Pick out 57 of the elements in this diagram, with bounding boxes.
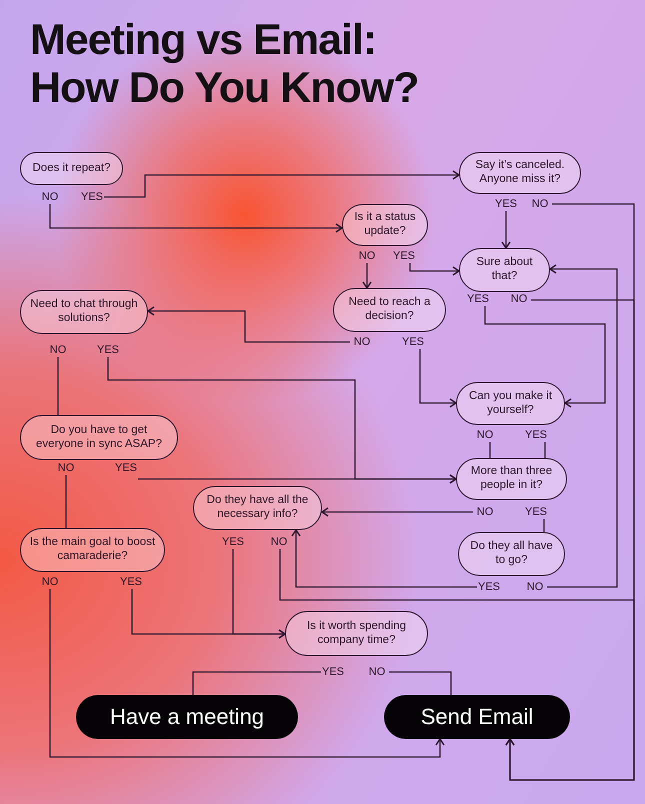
question-box: Say it’s canceled. Anyone miss it? bbox=[459, 152, 581, 194]
answer-label: YES bbox=[477, 580, 501, 594]
arrow bbox=[362, 263, 372, 289]
arrow bbox=[484, 306, 606, 408]
arrow bbox=[547, 264, 618, 588]
answer-label: YES bbox=[221, 535, 245, 549]
arrow bbox=[321, 507, 473, 517]
question-box: Need to chat through solutions? bbox=[20, 290, 148, 334]
question-box: Does it repeat? bbox=[20, 152, 123, 185]
question-box: Do they all have to go? bbox=[458, 532, 565, 576]
question-box: Do they have all the necessary info? bbox=[193, 486, 322, 530]
terminal-box: Have a meeting bbox=[76, 695, 298, 739]
question-box: Sure about that? bbox=[459, 248, 550, 292]
answer-label: NO bbox=[38, 190, 62, 204]
question-box: Is it a status update? bbox=[342, 204, 428, 246]
question-box: Do you have to get everyone in sync ASAP? bbox=[20, 415, 178, 460]
answer-label: YES bbox=[321, 665, 345, 679]
answer-label: NO bbox=[473, 428, 497, 442]
answer-label: YES bbox=[392, 249, 416, 263]
arrow bbox=[147, 306, 350, 343]
answer-label: YES bbox=[466, 292, 490, 306]
title: Meeting vs Email: How Do You Know? bbox=[30, 16, 420, 112]
arrow bbox=[131, 589, 286, 639]
answer-label: NO bbox=[528, 197, 552, 211]
answer-label: NO bbox=[507, 292, 531, 306]
question-box: Need to reach a decision? bbox=[333, 288, 446, 332]
arrow bbox=[49, 589, 445, 758]
answer-label: NO bbox=[350, 335, 374, 349]
answer-label: NO bbox=[267, 535, 291, 549]
arrow bbox=[279, 549, 635, 781]
answer-label: NO bbox=[46, 343, 70, 357]
answer-label: NO bbox=[523, 580, 547, 594]
question-box: Is it worth spending company time? bbox=[285, 611, 428, 656]
arrow bbox=[409, 263, 460, 276]
answer-label: YES bbox=[119, 575, 143, 589]
terminal-box: Send Email bbox=[384, 695, 570, 739]
answer-label: NO bbox=[365, 665, 389, 679]
answer-label: YES bbox=[524, 505, 548, 519]
answer-label: NO bbox=[54, 461, 78, 475]
answer-label: YES bbox=[96, 343, 120, 357]
arrow bbox=[501, 211, 511, 249]
arrow bbox=[138, 474, 457, 484]
answer-label: YES bbox=[494, 197, 518, 211]
answer-label: NO bbox=[38, 575, 62, 589]
answer-label: YES bbox=[524, 428, 548, 442]
arrow bbox=[49, 204, 343, 233]
answer-label: YES bbox=[114, 461, 138, 475]
arrow bbox=[104, 170, 460, 198]
question-box: More than three people in it? bbox=[456, 458, 567, 500]
answer-label: YES bbox=[401, 335, 425, 349]
answer-label: NO bbox=[473, 505, 497, 519]
question-box: Can you make it yourself? bbox=[456, 382, 565, 425]
arrow bbox=[419, 349, 457, 408]
arrow bbox=[291, 529, 477, 588]
answer-label: NO bbox=[355, 249, 379, 263]
answer-label: YES bbox=[80, 190, 104, 204]
question-box: Is the main goal to boost camaraderie? bbox=[20, 528, 165, 572]
